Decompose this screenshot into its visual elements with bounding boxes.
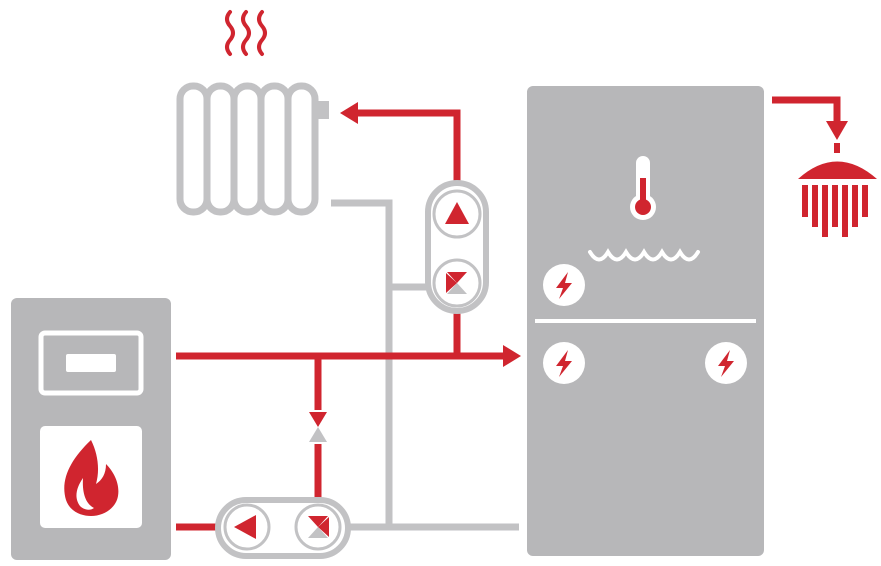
water-level-icon	[588, 248, 700, 262]
hot-water-outlet-pipe	[772, 96, 841, 122]
mixing-valve-symbol	[308, 516, 329, 538]
radiator	[176, 10, 329, 216]
return-pipes	[331, 199, 519, 531]
radiator-return-pipe	[331, 199, 393, 527]
boiler-pump-group	[215, 497, 351, 559]
heating-pump-group	[425, 180, 489, 314]
storage-tank	[527, 86, 764, 556]
mixing-valve-symbol	[446, 272, 467, 294]
shower-arrow-icon	[826, 121, 848, 140]
shower-icon	[798, 143, 877, 237]
boiler	[11, 298, 171, 560]
tank-inlet-arrow-icon	[503, 345, 521, 367]
heat-waves-icon	[225, 10, 267, 56]
boiler-display	[66, 354, 116, 372]
supply-pipes	[176, 96, 841, 531]
pump-direction-left-icon	[234, 515, 256, 539]
pump-direction-up-icon	[445, 202, 469, 224]
flame-icon	[64, 440, 119, 516]
radiator-supply-pipe	[357, 109, 461, 183]
radiator-arrow-icon	[340, 102, 358, 124]
boiler-control-panel	[38, 330, 144, 396]
radiator-icon	[176, 82, 319, 216]
two-way-valve-icon	[309, 412, 327, 442]
heating-element-icon	[543, 342, 585, 384]
heating-element-icon	[705, 342, 747, 384]
thermometer-icon	[630, 156, 656, 220]
radiator-valve-icon	[317, 101, 329, 119]
heating-element-icon	[543, 264, 585, 306]
